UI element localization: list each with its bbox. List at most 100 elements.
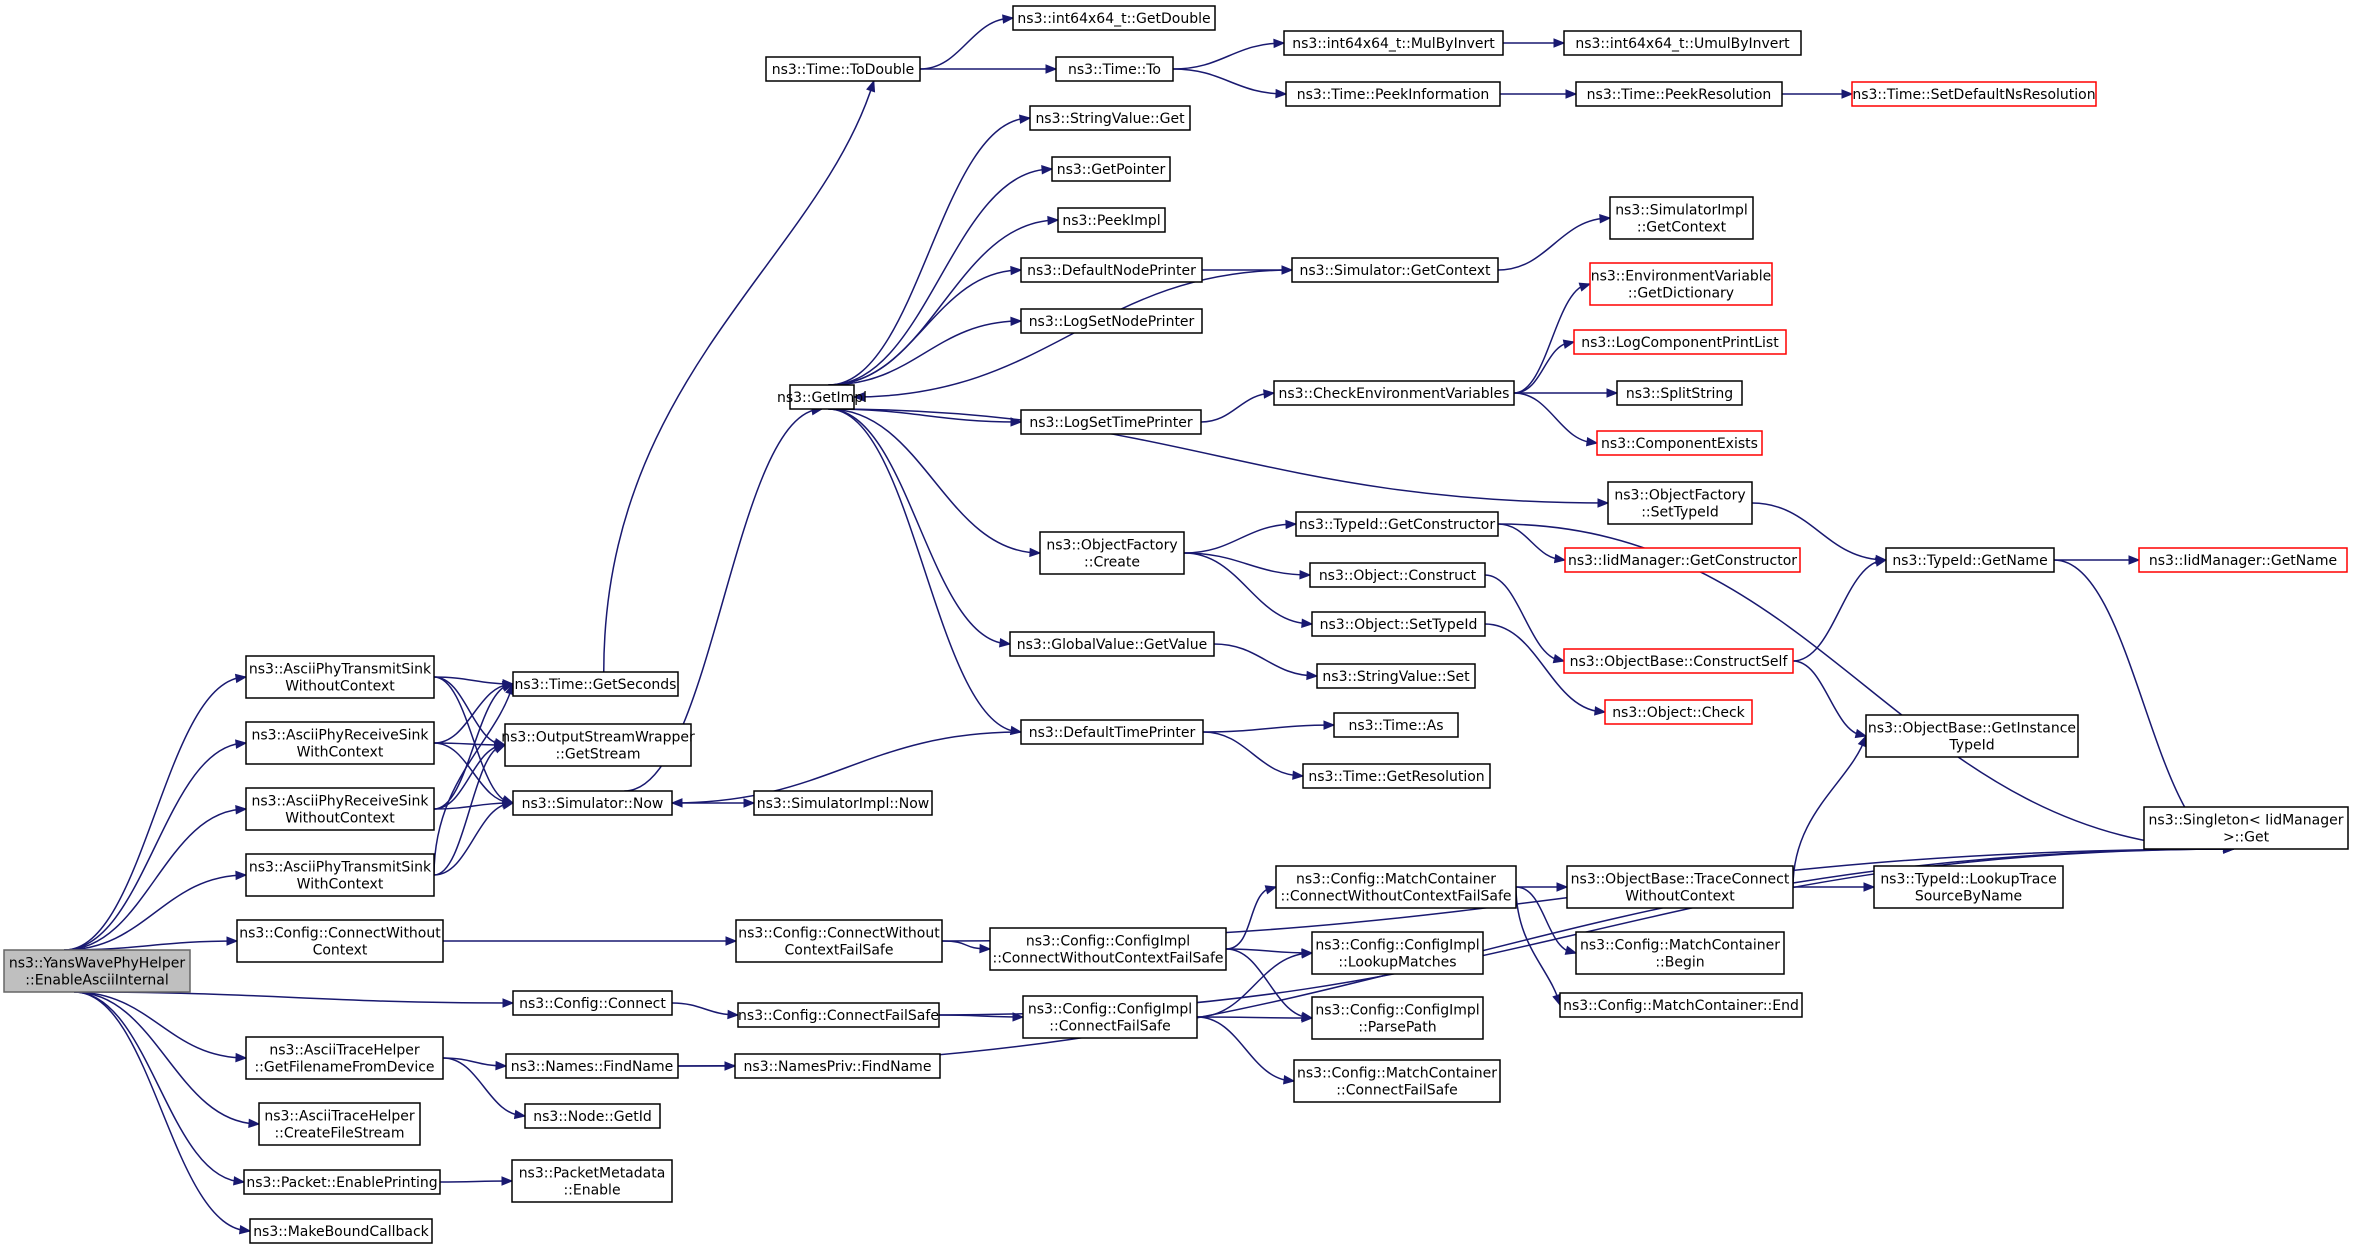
node-label: SourceByName [1915,889,2022,905]
node-box [258,1102,421,1146]
node-checkenv[interactable]: ns3::CheckEnvironmentVariables [1273,380,1515,406]
node-tidgetctor[interactable]: ns3::TypeId::GetConstructor [1295,511,1499,537]
arrowhead-cfgcwc-to-cfgcwcfs [725,936,738,946]
node-mccwcfs[interactable]: ns3::Config::MatchContainer::ConnectWith… [1275,865,1517,909]
node-ciparsepath[interactable]: ns3::Config::ConfigImpl::ParsePath [1311,996,1484,1040]
node-i64mulinv[interactable]: ns3::int64x64_t::MulByInvert [1283,30,1504,56]
node-box [1573,329,1787,355]
node-pktep[interactable]: ns3::Packet::EnablePrinting [243,1169,441,1195]
node-iidmgetname[interactable]: ns3::IidManager::GetName [2138,547,2348,573]
node-getimpl[interactable]: ns3::GetImpl [777,384,867,410]
node-mbc[interactable]: ns3::MakeBoundCallback [249,1218,433,1244]
node-cicfs[interactable]: ns3::Config::ConfigImpl::ConnectFailSafe [1022,995,1198,1039]
node-strvalset[interactable]: ns3::StringValue::Set [1316,663,1476,689]
edge-deftimeprinter-to-timeas [1202,724,1335,733]
node-box [512,790,673,816]
edge-checkenv-to-envgetdict [1513,283,1591,394]
arrowhead-getimpl-to-logsetnodeprinter [1010,316,1023,327]
arrowhead-timegs-to-timetodouble [866,79,876,93]
node-singletonget[interactable]: ns3::Singleton< IidManager >::Get [2143,806,2349,850]
node-cfgcwcfs[interactable]: ns3::Config::ConnectWithoutContextFailSa… [735,919,943,963]
node-objcheck[interactable]: ns3::Object::Check [1604,699,1753,725]
node-namesprivfind[interactable]: ns3::NamesPriv::FindName [734,1053,941,1079]
node-label: ns3::AsciiTraceHelper [269,1043,420,1059]
node-objsettid[interactable]: ns3::Object::SetTypeId [1311,611,1486,637]
edge-simnow-to-getimpl [624,408,823,792]
node-mcend[interactable]: ns3::Config::MatchContainer::End [1559,992,1803,1018]
node-timesetdef[interactable]: ns3::Time::SetDefaultNsResolution [1851,81,2097,107]
node-deftimeprinter[interactable]: ns3::DefaultTimePrinter [1020,719,1204,745]
node-objfactsettid[interactable]: ns3::ObjectFactory::SetTypeId [1607,481,1753,525]
node-timetodouble[interactable]: ns3::Time::ToDouble [765,56,921,82]
arrowhead-objbaseconstructself-to-objbasegetinst [1854,728,1868,739]
node-label: WithoutContext [1625,889,1735,905]
node-peekimpl[interactable]: ns3::PeekImpl [1057,207,1166,233]
node-nodegetid[interactable]: ns3::Node::GetId [524,1103,661,1129]
node-label: ns3::PacketMetadata [519,1166,666,1182]
node-cfgcfs[interactable]: ns3::Config::ConnectFailSafe [737,1002,940,1028]
node-timeas[interactable]: ns3::Time::As [1333,712,1459,738]
node-box [1609,196,1754,240]
node-namesfind[interactable]: ns3::Names::FindName [505,1053,679,1079]
node-objbaseconstructself[interactable]: ns3::ObjectBase::ConstructSelf [1563,648,1794,674]
node-splitstring[interactable]: ns3::SplitString [1616,380,1743,406]
node-cicwcfs[interactable]: ns3::Config::ConfigImpl::ConnectWithoutC… [989,927,1227,971]
node-i64umulinv[interactable]: ns3::int64x64_t::UmulByInvert [1563,30,1802,56]
node-strvalget[interactable]: ns3::StringValue::Get [1029,105,1191,131]
node-box [1589,262,1773,306]
node-timeto[interactable]: ns3::Time::To [1055,56,1174,82]
arrowhead-checkenv-to-logcompprint [1562,339,1576,349]
node-label: ::CreateFileStream [274,1126,404,1142]
arrowhead-deftimeprinter-to-timeas [1323,720,1336,730]
node-cilookupmatches[interactable]: ns3::Config::ConfigImpl::LookupMatches [1311,931,1484,975]
node-timepeekinfo[interactable]: ns3::Time::PeekInformation [1285,81,1501,107]
node-timegs[interactable]: ns3::Time::GetSeconds [512,671,679,697]
node-i64getdouble[interactable]: ns3::int64x64_t::GetDouble [1012,5,1216,31]
node-simgetctx[interactable]: ns3::Simulator::GetContext [1291,257,1499,283]
node-athgfn[interactable]: ns3::AsciiTraceHelper::GetFilenameFromDe… [245,1036,444,1080]
node-gvgetvalue[interactable]: ns3::GlobalValue::GetValue [1009,631,1215,657]
node-timepeekres[interactable]: ns3::Time::PeekResolution [1575,81,1783,107]
node-label: ::GetDictionary [1628,286,1734,302]
node-pmdenable[interactable]: ns3::PacketMetadata::Enable [511,1159,673,1203]
node-root[interactable]: ns3::YansWavePhyHelper::EnableAsciiInter… [3,949,191,993]
node-simimplnow[interactable]: ns3::SimulatorImpl::Now [753,790,933,816]
node-box [3,949,191,993]
node-envgetdict[interactable]: ns3::EnvironmentVariable::GetDictionary [1589,262,1773,306]
node-objfactcreate[interactable]: ns3::ObjectFactory::Create [1039,531,1185,575]
node-compexists[interactable]: ns3::ComponentExists [1596,430,1763,456]
node-oswgs[interactable]: ns3::OutputStreamWrapper::GetStream [501,723,695,767]
node-cfgconn[interactable]: ns3::Config::Connect [512,990,673,1016]
node-iidmgetctor[interactable]: ns3::IidManager::GetConstructor [1564,547,1801,573]
node-box [989,927,1227,971]
node-defnodeprinter[interactable]: ns3::DefaultNodePrinter [1020,257,1203,283]
node-timegetres[interactable]: ns3::Time::GetResolution [1302,763,1491,789]
node-box [2138,547,2348,573]
node-label: ContextFailSafe [785,943,894,959]
node-getpointer[interactable]: ns3::GetPointer [1051,156,1171,182]
node-tidgetname[interactable]: ns3::TypeId::GetName [1885,547,2055,573]
edge-root-to-atswc2 [64,874,247,951]
node-mccfs[interactable]: ns3::Config::MatchContainer::ConnectFail… [1293,1059,1501,1103]
node-box [1022,995,1198,1039]
node-logsettimeprinter[interactable]: ns3::LogSetTimePrinter [1020,409,1202,435]
node-athcfs[interactable]: ns3::AsciiTraceHelper::CreateFileStream [258,1102,421,1146]
arrowhead-getimpl-to-peekimpl [1047,215,1060,226]
node-simimplgetctx[interactable]: ns3::SimulatorImpl::GetContext [1609,196,1754,240]
node-objconstruct[interactable]: ns3::Object::Construct [1309,562,1486,588]
node-logsetnodeprinter[interactable]: ns3::LogSetNodePrinter [1020,308,1203,334]
arrowhead-root-to-arswoc [235,805,248,815]
node-mcbegin[interactable]: ns3::Config::MatchContainer::Begin [1575,931,1785,975]
node-simnow[interactable]: ns3::Simulator::Now [512,790,673,816]
node-obtcwc[interactable]: ns3::ObjectBase::TraceConnectWithoutCont… [1566,865,1794,909]
node-label: ns3::Singleton< IidManager [2149,813,2344,829]
node-logcompprint[interactable]: ns3::LogComponentPrintList [1573,329,1787,355]
node-cfgcwc[interactable]: ns3::Config::ConnectWithoutContext [236,919,444,963]
node-label: ns3::ComponentExists [1601,436,1758,452]
